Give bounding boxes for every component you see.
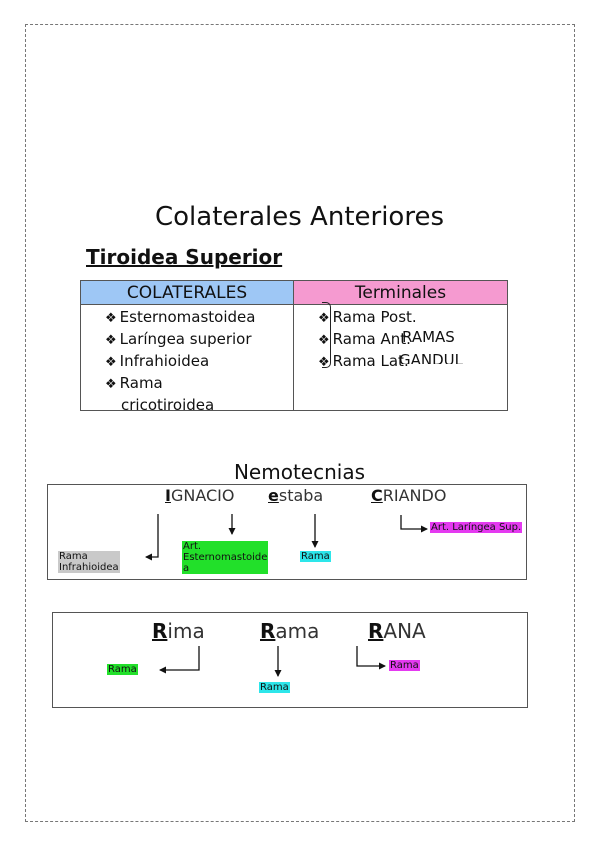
list-item: ❖Laríngea superior [105,330,252,348]
label-rama-green: Rama [107,664,138,675]
bullet-icon: ❖ [105,355,117,370]
branches-table: COLATERALES Terminales ❖Esternomastoidea… [80,280,508,414]
list-item-continuation: cricotiroidea [121,396,215,414]
list-item: ❖Rama [105,374,163,392]
label-rama-magenta: Rama [389,660,420,671]
bracket-label-gandul: GANDUL [399,351,463,364]
list-item: ❖Rama Post. [318,308,417,326]
list-item: ❖Rama Lat. [318,352,409,370]
bullet-icon: ❖ [105,333,117,348]
arrow-rana [356,646,386,670]
list-item: ❖Esternomastoidea [105,308,256,326]
bullet-icon: ❖ [318,333,330,348]
mnemonic-word-estaba: estaba [268,486,324,505]
mnemonic-word-criando: CRIANDO [371,486,447,505]
mnemonic-word-ignacio: IGNACIO [165,486,235,505]
header-colaterales: COLATERALES [81,281,294,305]
section-subtitle: Tiroidea Superior [86,245,283,269]
mnemonic-word-rama: Rama [260,619,320,643]
bullet-icon: ❖ [318,355,330,370]
mnemonic-word-rana: RANA [368,619,426,643]
mnemonic-box-2 [52,612,528,708]
arrow-criando [400,515,428,533]
column-divider [293,305,294,410]
page-title: Colaterales Anteriores [155,202,444,232]
bracket-label-ramas: RAMAS [402,328,455,346]
colaterales-list: ❖Esternomastoidea ❖Laríngea superior ❖In… [105,307,255,416]
label-rama-cyan-2: Rama [259,682,290,693]
nemotecnias-title: Nemotecnias [233,460,366,484]
bracket-icon [322,302,331,368]
mnemonic-box-1 [47,484,527,580]
arrow-rima [159,646,200,674]
list-item: ❖Rama Ant. [318,330,411,348]
list-item: ❖Infrahioidea [105,352,210,370]
label-art-laringea-sup: Art. Laríngea Sup. [430,522,523,533]
bullet-icon: ❖ [105,311,117,326]
page-frame [25,24,575,822]
mnemonic-word-rima: Rima [152,619,205,643]
bullet-icon: ❖ [318,311,330,326]
terminales-list: ❖Rama Post. ❖Rama Ant. ❖Rama Lat. [318,307,417,373]
header-terminales: Terminales [294,281,507,305]
arrow-ignacio [145,514,159,561]
bullet-icon: ❖ [105,377,117,392]
label-rama-cyan: Rama [300,551,331,562]
